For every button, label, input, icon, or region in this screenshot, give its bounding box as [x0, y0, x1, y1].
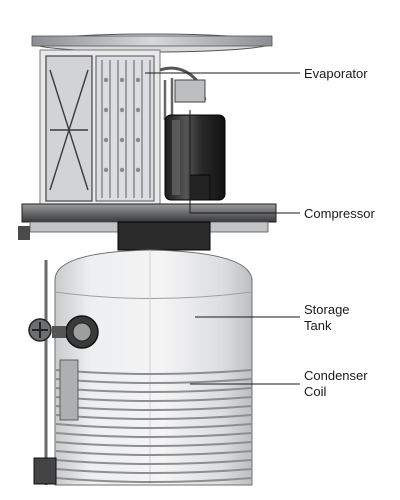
condenser-coil-label-line1: Condenser — [304, 368, 368, 383]
storage-tank-label-line1: Storage — [304, 302, 350, 317]
condenser-coil-label-line2: Coil — [304, 384, 327, 399]
evaporator-fins — [101, 60, 151, 198]
compressor — [164, 114, 226, 201]
storage-tank — [54, 249, 253, 486]
valve-assembly — [28, 260, 99, 485]
compressor-leader-line — [189, 110, 300, 214]
callout-labels: Evaporator Compressor Storage Tank Conde… — [304, 66, 375, 399]
evaporator-label: Evaporator — [304, 66, 368, 81]
storage-tank-label-line2: Tank — [304, 318, 332, 333]
mounting-platform — [18, 203, 277, 251]
leader-lines — [145, 72, 300, 385]
condenser-coil — [55, 369, 253, 483]
evaporator-unit — [39, 49, 207, 206]
compressor-label: Compressor — [304, 206, 375, 221]
top-cap — [31, 33, 273, 53]
